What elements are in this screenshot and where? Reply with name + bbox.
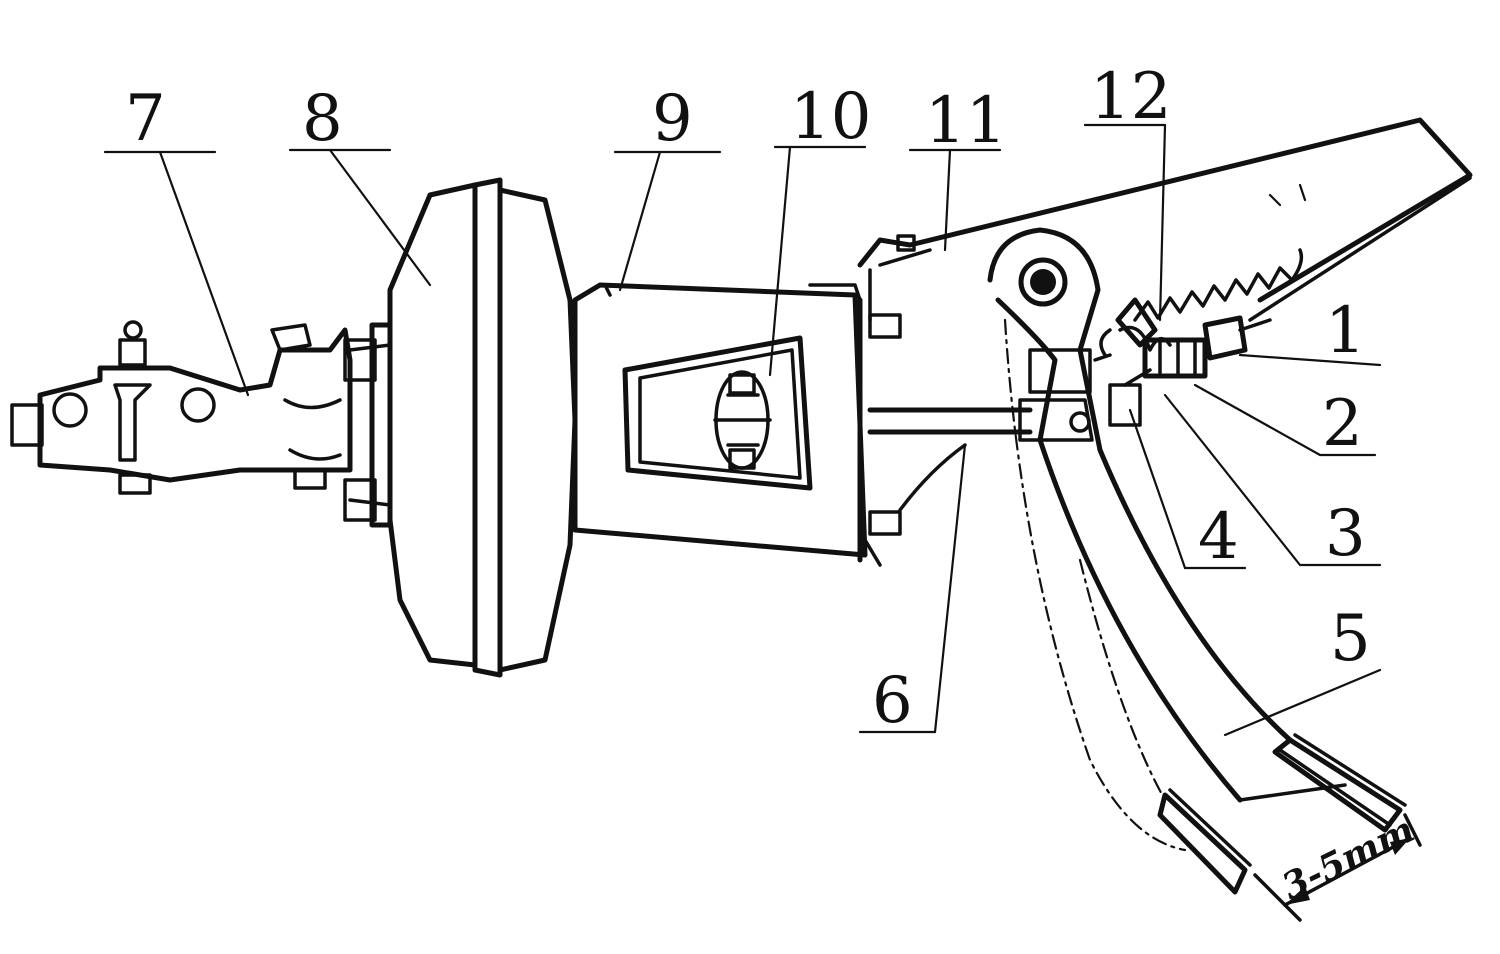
label-8: 8 <box>302 82 343 156</box>
label-4: 4 <box>1198 500 1239 574</box>
brake-pedal <box>987 227 1407 833</box>
label-9: 9 <box>652 82 693 156</box>
return-spring <box>1133 183 1307 322</box>
leader-lines <box>103 123 1382 737</box>
free-travel-dimension: 3-5mm <box>1253 808 1422 922</box>
label-11: 11 <box>925 84 1006 158</box>
pedal-support <box>857 117 1473 322</box>
label-7: 7 <box>125 82 166 156</box>
label-1: 1 <box>1325 294 1366 368</box>
stop-light-switch-assembly <box>1093 297 1272 427</box>
pedal-depressed-position <box>1003 318 1252 895</box>
label-2: 2 <box>1322 387 1363 461</box>
push-rod <box>867 398 1094 512</box>
master-cylinder <box>10 320 377 522</box>
part-number-labels: 1 2 3 4 5 6 7 8 9 10 11 12 <box>125 60 1371 738</box>
label-3: 3 <box>1325 497 1366 571</box>
label-6: 6 <box>872 664 913 738</box>
dimension-label: 3-5mm <box>1276 808 1421 908</box>
vacuum-booster <box>348 177 578 678</box>
label-10: 10 <box>790 80 871 154</box>
label-5: 5 <box>1330 602 1371 676</box>
pedal-bracket <box>572 282 902 567</box>
label-12: 12 <box>1090 60 1171 134</box>
